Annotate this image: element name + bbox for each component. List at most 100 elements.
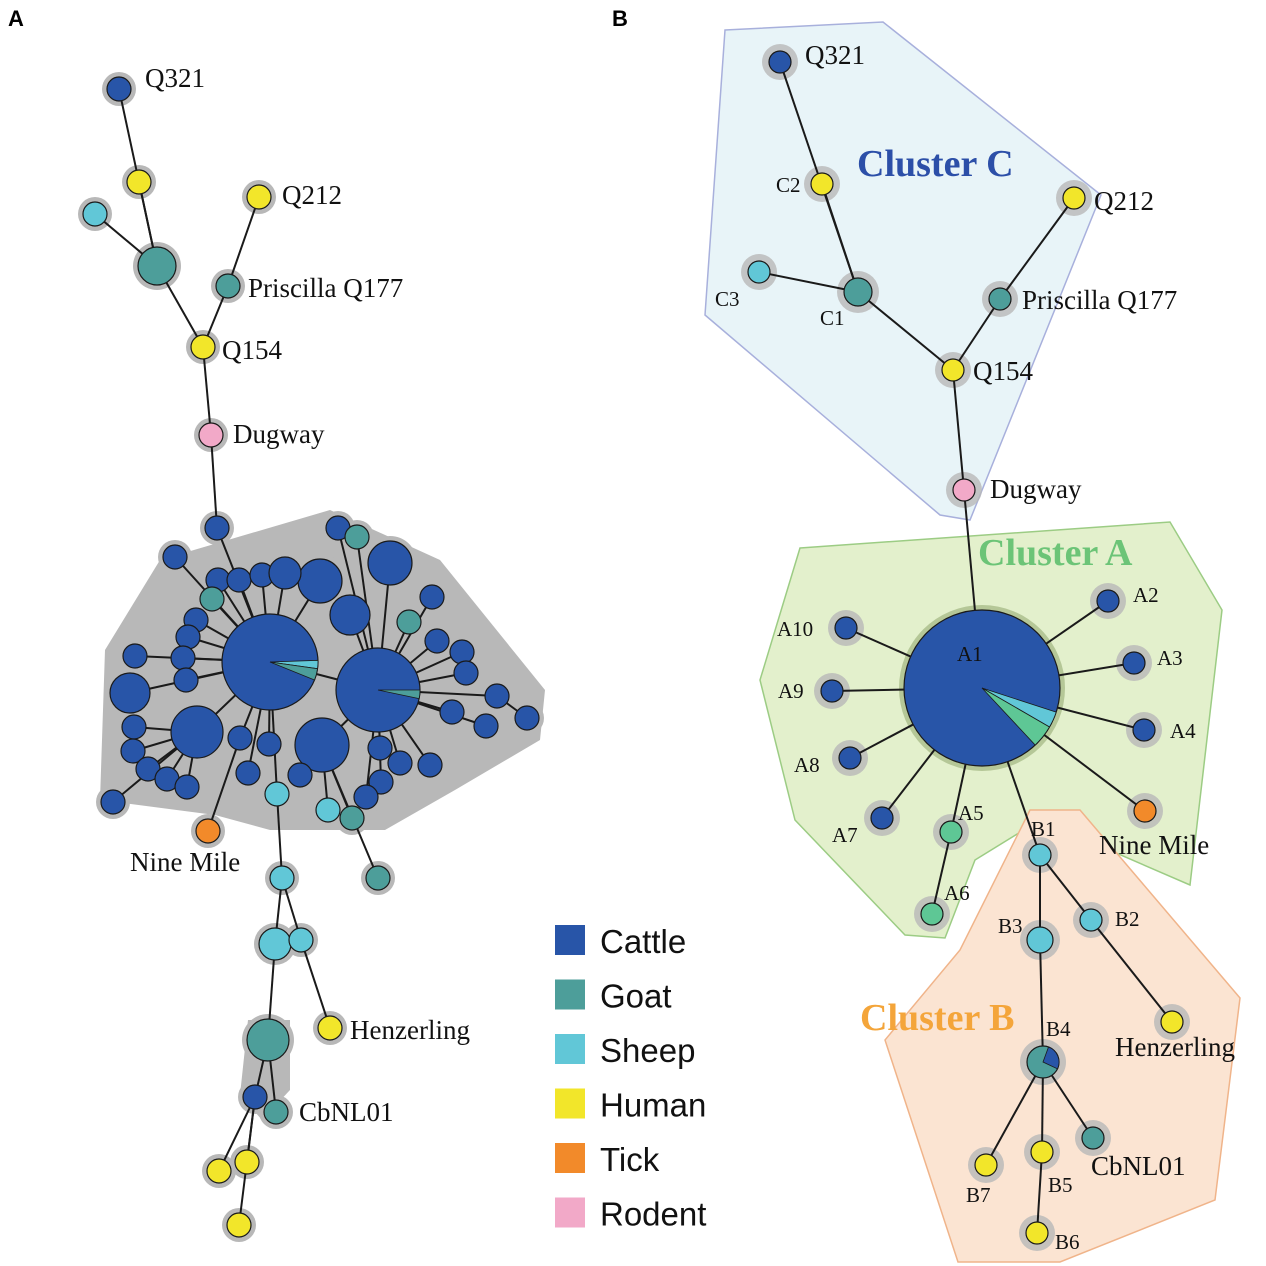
label-b-a1: A1 [957, 642, 983, 666]
node-a-s12 [419, 584, 445, 610]
node-a-s16 [122, 643, 148, 669]
node-a-s32 [256, 731, 282, 757]
node-a-s1 [162, 544, 188, 570]
label-b-q321: Q321 [805, 40, 865, 70]
node-b-c3 [747, 260, 771, 284]
node-a-h1 [206, 1158, 232, 1184]
node-a-tR2 [367, 540, 413, 586]
label-b-q154: Q154 [973, 356, 1033, 386]
node-a-sh2 [258, 927, 292, 961]
label-b-a5: A5 [958, 801, 984, 825]
node-b-a3 [1122, 651, 1146, 675]
node-a-c3 [82, 201, 108, 227]
node-a-s26 [120, 738, 146, 764]
node-a-s18 [449, 639, 475, 665]
node-a-s29 [174, 774, 200, 800]
label-b-priscilla: Priscilla Q177 [1022, 285, 1177, 315]
node-a-s40 [315, 797, 341, 823]
edge-a-sh3-hz [300, 939, 331, 1029]
node-b-c1 [843, 277, 873, 307]
node-a-h3 [226, 1212, 252, 1238]
label-b-a6: A6 [944, 881, 970, 905]
label-b-b3: B3 [998, 914, 1023, 938]
node-a-s38 [368, 769, 394, 795]
node-a-s30 [100, 789, 126, 815]
node-a-s3 [226, 567, 252, 593]
legend-label-tick: Tick [600, 1141, 660, 1178]
edge-b-b5-b6 [1036, 1151, 1043, 1234]
node-b-cbnl [1081, 1126, 1105, 1150]
node-b-a8 [838, 746, 862, 770]
node-a-h2 [234, 1149, 260, 1175]
node-a-dug [198, 422, 224, 448]
edge-b-b2-hz [1090, 919, 1173, 1023]
node-a-mR [294, 717, 350, 773]
edge-b-c1-q154 [857, 291, 954, 371]
label-b-b7: B7 [966, 1183, 991, 1207]
label-a-q212: Q212 [282, 180, 342, 210]
label-b-a4: A4 [1170, 719, 1196, 743]
node-a-s41 [339, 805, 365, 831]
node-b-b2 [1079, 908, 1103, 932]
node-a-s5 [268, 556, 302, 590]
node-a-s7 [344, 524, 370, 550]
label-a-q321: Q321 [145, 63, 205, 93]
node-b-nm [1133, 799, 1157, 823]
node-b-a2 [1096, 589, 1120, 613]
node-a-s34 [264, 781, 290, 807]
node-a-s22 [514, 705, 540, 731]
label-b-a9: A9 [778, 679, 804, 703]
node-b-q212 [1062, 186, 1086, 210]
node-b-b7 [974, 1153, 998, 1177]
node-a-c1 [137, 246, 177, 286]
label-b-c3: C3 [715, 287, 740, 311]
legend-label-rodent: Rodent [600, 1196, 706, 1233]
label-a-cbnl01: CbNL01 [299, 1097, 394, 1127]
edge-b-q212-pris [999, 197, 1075, 300]
node-a-s39 [353, 784, 379, 810]
label-b-b2: B2 [1115, 907, 1140, 931]
node-a-s24 [227, 725, 253, 751]
node-a-s42 [365, 865, 391, 891]
node-a-top [204, 515, 230, 541]
legend-label-human: Human [600, 1087, 706, 1124]
node-a-s11 [396, 609, 422, 635]
edge-a-q154-dug [202, 346, 212, 436]
legend-swatch-goat [555, 979, 585, 1010]
edge-b-pris-q154 [952, 298, 1001, 371]
node-a-cbnl [263, 1099, 289, 1125]
legend-swatch-cattle [555, 925, 585, 955]
node-a-s13 [175, 624, 201, 650]
label-a-henzerling: Henzerling [350, 1015, 470, 1045]
node-a-s8 [199, 586, 225, 612]
node-b-a6 [920, 902, 944, 926]
node-a-s31 [235, 760, 261, 786]
node-b-a5 [939, 820, 963, 844]
node-a-gB [246, 1018, 290, 1062]
panel-b-nodes [747, 50, 1184, 1245]
node-a-sh3 [288, 927, 314, 953]
node-a-s19 [453, 660, 479, 686]
node-a-pris [215, 273, 241, 299]
panel-a-nodes [82, 76, 540, 1238]
label-b-a2: A2 [1133, 583, 1159, 607]
edge-b-b4-b7 [985, 1061, 1044, 1166]
legend-swatch-sheep [555, 1034, 585, 1064]
pie-a-big2-goat [377, 689, 421, 700]
label-b-b6: B6 [1055, 1230, 1080, 1254]
node-b-b5 [1030, 1140, 1054, 1164]
pie-a-big1-goat [269, 661, 318, 681]
node-b-c2 [810, 172, 834, 196]
node-b-q321 [768, 50, 792, 74]
node-a-s21 [439, 699, 465, 725]
node-a-q212 [246, 184, 272, 210]
node-b-hz [1160, 1010, 1184, 1034]
node-a-lL [109, 672, 151, 714]
node-b-b6 [1025, 1221, 1049, 1245]
legend-label-cattle: Cattle [600, 923, 686, 960]
node-a-q321 [106, 76, 132, 102]
label-b-b1: B1 [1031, 817, 1056, 841]
node-a-s10 [329, 594, 371, 636]
